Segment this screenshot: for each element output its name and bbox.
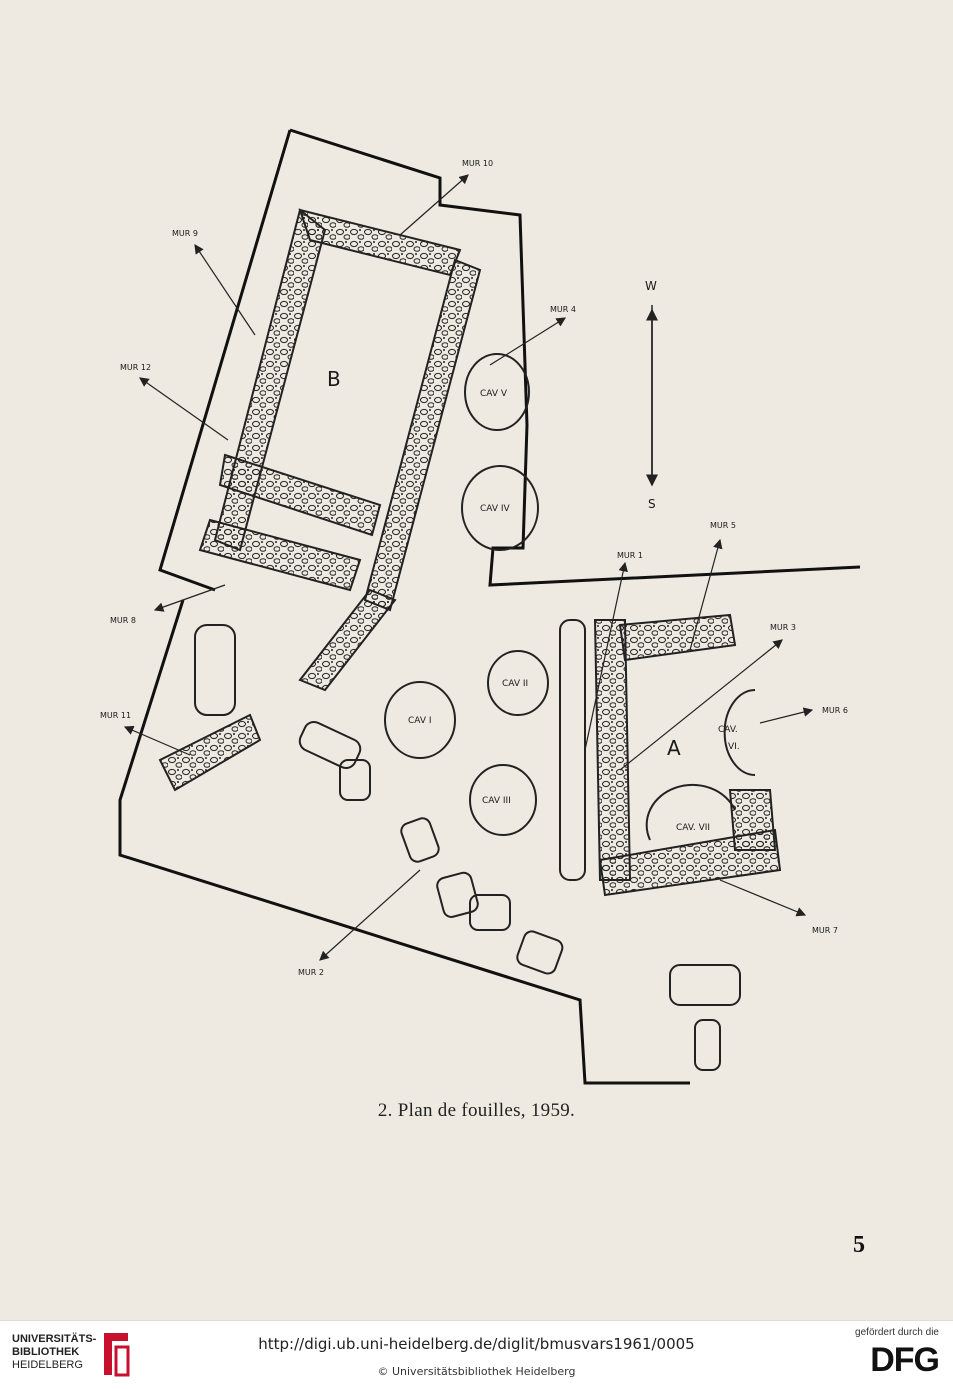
permalink-url[interactable]: http://digi.ub.uni-heidelberg.de/diglit/… bbox=[258, 1335, 695, 1353]
label-cav-2: CAV II bbox=[502, 679, 528, 689]
excavation-boundary bbox=[118, 128, 861, 1085]
label-mur-12: MUR 12 bbox=[120, 363, 151, 372]
room-a-walls bbox=[593, 613, 782, 897]
copyright-notice: © Universitätsbibliothek Heidelberg bbox=[377, 1365, 576, 1378]
label-mur-7: MUR 7 bbox=[812, 926, 838, 935]
label-cav-3: CAV III bbox=[482, 796, 511, 806]
label-room-b: B bbox=[327, 367, 341, 391]
room-b-walls bbox=[158, 208, 482, 792]
label-mur-1: MUR 1 bbox=[617, 551, 643, 560]
label-mur-4: MUR 4 bbox=[550, 305, 576, 314]
scanned-page: W S MUR 10 MUR 9 MUR 12 MUR 4 MUR 8 MUR … bbox=[100, 128, 865, 1258]
label-mur-10: MUR 10 bbox=[462, 159, 493, 168]
cavities bbox=[384, 353, 756, 841]
label-mur-2: MUR 2 bbox=[298, 968, 324, 977]
label-mur-3: MUR 3 bbox=[770, 623, 796, 632]
label-cav-5: CAV V bbox=[480, 389, 508, 399]
label-mur-6: MUR 6 bbox=[822, 706, 848, 715]
library-logo-icon bbox=[104, 1333, 130, 1377]
label-cav-6a: CAV. bbox=[718, 725, 738, 735]
figure-caption: 2. Plan de fouilles, 1959. bbox=[377, 1100, 576, 1121]
label-cav-4: CAV IV bbox=[480, 504, 511, 514]
label-mur-8: MUR 8 bbox=[110, 616, 136, 625]
label-mur-5: MUR 5 bbox=[710, 521, 736, 530]
loose-stones bbox=[194, 619, 741, 1071]
label-cav-7: CAV. VII bbox=[676, 823, 710, 833]
label-room-a: A bbox=[667, 736, 681, 760]
plan-labels: MUR 10 MUR 9 MUR 12 MUR 4 MUR 8 MUR 11 M… bbox=[100, 159, 848, 977]
orientation-w-label: W bbox=[645, 279, 657, 293]
library-line-3: HEIDELBERG bbox=[12, 1359, 83, 1371]
label-cav-6b: VI. bbox=[728, 742, 740, 752]
orientation-arrow: W S bbox=[645, 279, 658, 511]
library-name: UNIVERSITÄTS- BIBLIOTHEK HEIDELBERG bbox=[12, 1333, 96, 1372]
page-number: 5 bbox=[853, 1232, 865, 1258]
excavation-plan: W S MUR 10 MUR 9 MUR 12 MUR 4 MUR 8 MUR … bbox=[100, 128, 861, 1085]
dfg-logo: DFG bbox=[870, 1341, 940, 1379]
library-line-1: UNIVERSITÄTS- bbox=[12, 1333, 97, 1345]
wall-pointers bbox=[123, 174, 814, 961]
label-cav-1: CAV I bbox=[408, 716, 432, 726]
footer-bar: UNIVERSITÄTS- BIBLIOTHEK HEIDELBERG http… bbox=[0, 1320, 953, 1389]
label-mur-9: MUR 9 bbox=[172, 229, 198, 238]
library-line-2: BIBLIOTHEK bbox=[12, 1346, 80, 1358]
label-mur-11: MUR 11 bbox=[100, 711, 131, 720]
funder-note: gefördert durch die bbox=[855, 1327, 939, 1338]
orientation-s-label: S bbox=[648, 497, 656, 511]
